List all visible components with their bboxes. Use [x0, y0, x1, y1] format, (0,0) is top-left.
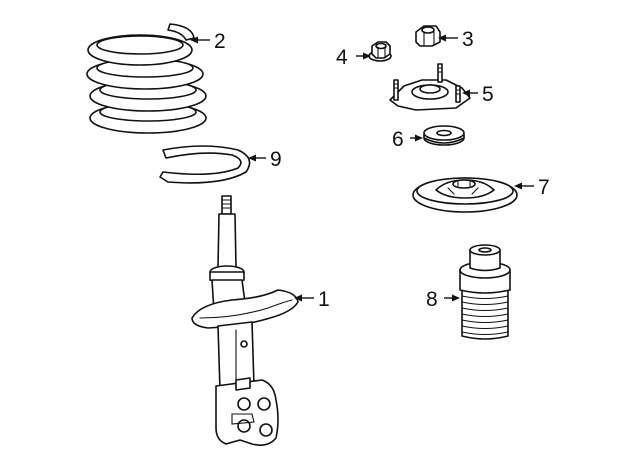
coil-spring[interactable] [86, 23, 207, 134]
callout-1: 1 [294, 288, 330, 311]
callout-number-6: 6 [392, 128, 404, 151]
callout-8: 8 [426, 288, 460, 311]
bump-stop[interactable] [459, 244, 511, 340]
callout-3: 3 [438, 28, 474, 51]
callout-number-3: 3 [462, 28, 474, 51]
callout-6: 6 [392, 128, 423, 151]
strut-mount-nut[interactable] [415, 25, 441, 47]
strut-assembly[interactable] [191, 195, 299, 446]
callout-number-5: 5 [482, 83, 494, 106]
callout-number-2: 2 [214, 30, 226, 53]
callout-5: 5 [462, 83, 494, 106]
callout-number-9: 9 [270, 148, 282, 171]
callout-number-4: 4 [336, 46, 348, 69]
callout-4: 4 [336, 46, 371, 69]
spring-insulator[interactable] [159, 145, 251, 184]
callout-number-7: 7 [538, 176, 550, 199]
callout-2: 2 [190, 30, 226, 53]
callout-number-8: 8 [426, 288, 438, 311]
strut-mount[interactable] [389, 63, 471, 111]
strut-bearing[interactable] [412, 177, 518, 213]
callout-7: 7 [514, 176, 550, 199]
callout-number-1: 1 [318, 288, 330, 311]
washer[interactable] [423, 125, 465, 146]
callout-9: 9 [248, 148, 282, 171]
mount-flange-nut[interactable] [368, 41, 392, 62]
